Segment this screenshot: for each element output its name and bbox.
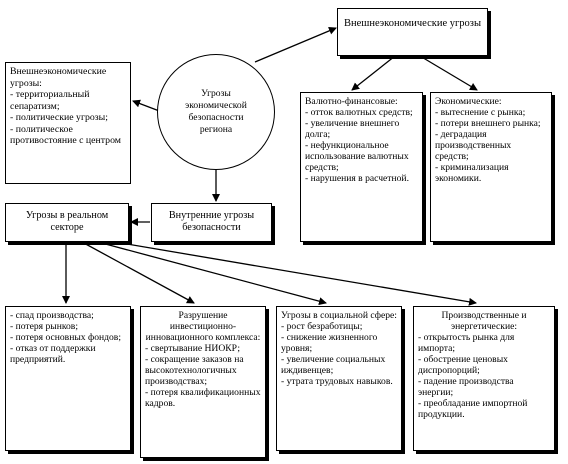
social-title: Угрозы в социальной сфере: bbox=[281, 310, 397, 321]
economic-title: Экономические: bbox=[435, 96, 502, 107]
social-box: Угрозы в социальной сфере: - рост безраб… bbox=[276, 306, 402, 451]
list-item: - снижение жизненного уровня; bbox=[281, 332, 378, 354]
list-item: - потеря основных фондов; bbox=[10, 332, 122, 343]
list-item: - территориальный сепаратизм; bbox=[10, 89, 90, 112]
list-item: - спад производства; bbox=[10, 310, 94, 321]
center-threats-ellipse: Угрозы экономической безопасности регион… bbox=[157, 54, 275, 170]
list-item: - деградация производственных средств; bbox=[435, 129, 512, 162]
edge-center-external bbox=[254, 27, 337, 63]
list-item: - открытость рынка для импорта; bbox=[418, 332, 515, 354]
list-item: - рост безработицы; bbox=[281, 321, 363, 332]
list-item: - отказ от поддержки предприятий. bbox=[10, 343, 96, 365]
list-item: - падение производства энергии; bbox=[418, 376, 514, 398]
innovation-box: Разрушение инвестиционно-инновационного … bbox=[140, 306, 266, 458]
list-item: - увеличение внешнего долга; bbox=[305, 118, 400, 140]
center-line: Угрозы bbox=[201, 88, 231, 99]
list-item: - потери внешнего рынка; bbox=[435, 118, 541, 129]
energy-box: Производственные и энергетические: - отк… bbox=[413, 306, 555, 451]
political-threats-title: Внешнеэкономические угрозы: bbox=[10, 66, 107, 89]
list-item: - политические угрозы; bbox=[10, 112, 108, 123]
list-item: - нарушения в расчетной. bbox=[305, 173, 409, 184]
edge-realsector-social bbox=[97, 241, 327, 306]
list-item: - преобладание импортной продукции. bbox=[418, 398, 528, 420]
edge-realsector-innovation bbox=[81, 241, 195, 304]
internal-threats-box: Внутренние угрозы безопасности bbox=[151, 203, 272, 242]
external-threats-title: Внешнеэкономические угрозы bbox=[343, 18, 482, 29]
list-item: - свертывание НИОКР; bbox=[145, 343, 241, 354]
production-box: - спад производства; - потеря рынков; - … bbox=[5, 306, 131, 451]
list-item: - политическое противостояние с центром bbox=[10, 123, 121, 147]
list-item: - потеря рынков; bbox=[10, 321, 78, 332]
list-item: - вытеснение с рынка; bbox=[435, 107, 526, 118]
currency-financial-title: Валютно-финансовые: bbox=[305, 96, 398, 107]
real-sector-title: Угрозы в реальном секторе bbox=[25, 210, 109, 233]
center-line: региона bbox=[199, 124, 233, 135]
edge-external-currency bbox=[351, 55, 396, 91]
list-item: - криминализация экономики. bbox=[435, 162, 509, 184]
list-item: - увеличение социальных иждивенцев; bbox=[281, 354, 386, 376]
energy-title: Производственные и энергетические: bbox=[441, 310, 527, 332]
external-threats-box: Внешнеэкономические угрозы bbox=[337, 8, 488, 56]
internal-threats-title: Внутренние угрозы безопасности bbox=[168, 210, 255, 233]
center-line: экономической bbox=[185, 100, 247, 111]
list-item: - отток валютных средств; bbox=[305, 107, 413, 118]
currency-financial-box: Валютно-финансовые: - отток валютных сре… bbox=[300, 92, 423, 242]
edge-external-economic bbox=[419, 55, 478, 91]
economic-box: Экономические: - вытеснение с рынка; - п… bbox=[430, 92, 552, 242]
list-item: - утрата трудовых навыков. bbox=[281, 376, 393, 387]
list-item: - нефункциональное использование валютны… bbox=[305, 140, 409, 173]
innovation-title: Разрушение инвестиционно-инновационного … bbox=[145, 310, 261, 343]
real-sector-box: Угрозы в реальном секторе bbox=[5, 203, 129, 242]
political-threats-box: Внешнеэкономические угрозы: - территориа… bbox=[5, 62, 131, 184]
list-item: - сокращение заказов на высокотехнологич… bbox=[145, 354, 244, 387]
list-item: - обострение ценовых диспропорций; bbox=[418, 354, 508, 376]
center-line: безопасности bbox=[188, 112, 244, 123]
edge-realsector-energy bbox=[114, 241, 477, 306]
list-item: - потеря квалификационных кадров. bbox=[145, 387, 261, 409]
